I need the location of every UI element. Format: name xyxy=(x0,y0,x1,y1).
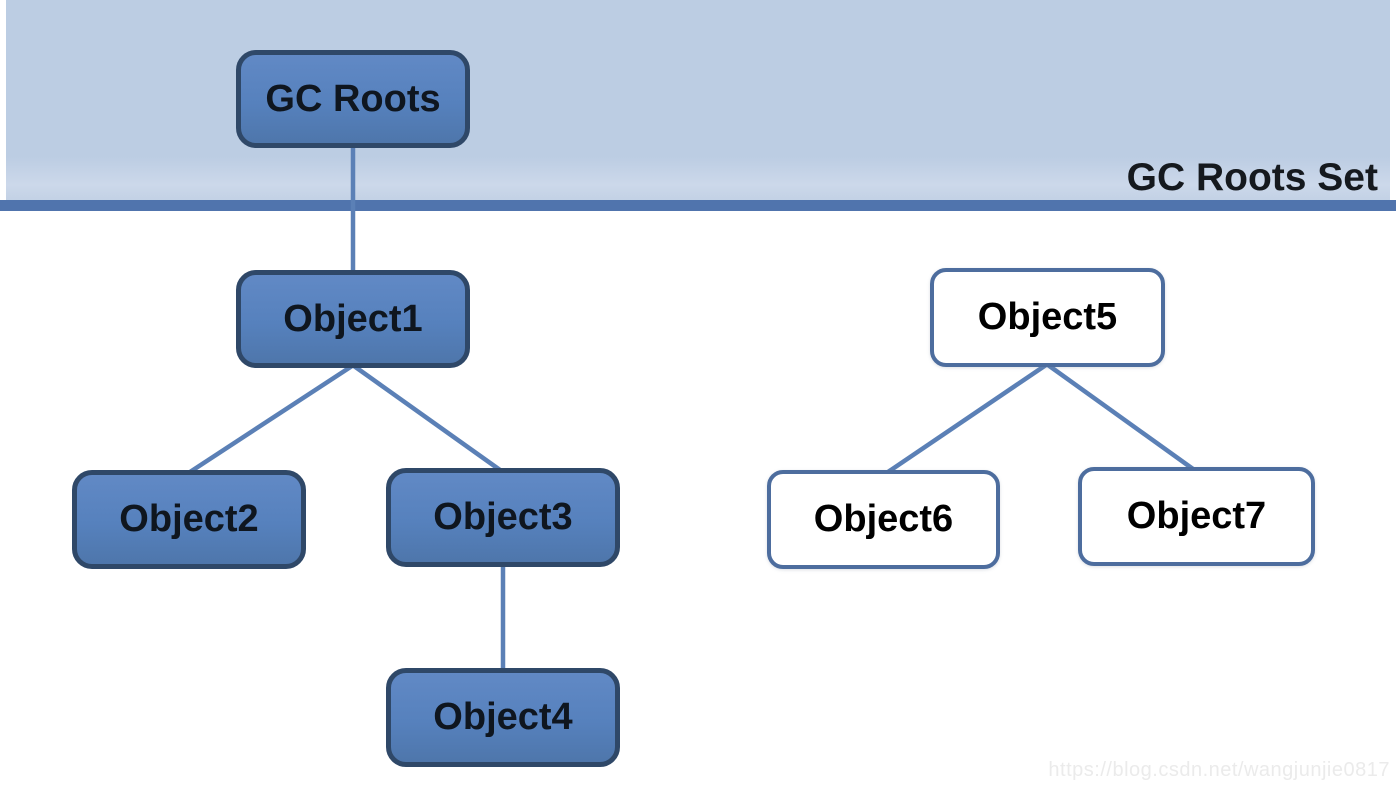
node-object2: Object2 xyxy=(72,470,306,569)
node-object4-label: Object4 xyxy=(433,696,573,738)
edge-object5-object6 xyxy=(886,363,1048,474)
csdn-watermark: https://blog.csdn.net/wangjunjie0817 xyxy=(1048,759,1390,781)
node-object5-label: Object5 xyxy=(977,296,1118,338)
gc-roots-set-boundary-line xyxy=(0,200,1396,211)
node-object7: Object7 xyxy=(1078,467,1315,566)
edge-object1-object3 xyxy=(352,364,502,472)
node-gc-roots: GC Roots xyxy=(236,50,470,148)
node-object3-label: Object3 xyxy=(433,496,573,538)
edge-object1-object2 xyxy=(188,364,354,474)
node-object1-label: Object1 xyxy=(283,297,423,340)
node-object6: Object6 xyxy=(767,470,1000,569)
node-object6-label: Object6 xyxy=(813,498,954,540)
node-object2-label: Object2 xyxy=(119,498,259,540)
node-object3: Object3 xyxy=(386,468,620,567)
node-gc-roots-label: GC Roots xyxy=(265,77,441,120)
node-object4: Object4 xyxy=(386,668,620,767)
gc-roots-set-label: GC Roots Set xyxy=(1126,156,1378,199)
node-object7-label: Object7 xyxy=(1126,495,1267,537)
node-object5: Object5 xyxy=(930,268,1165,367)
edge-object5-object7 xyxy=(1046,363,1195,471)
node-object1: Object1 xyxy=(236,270,470,368)
